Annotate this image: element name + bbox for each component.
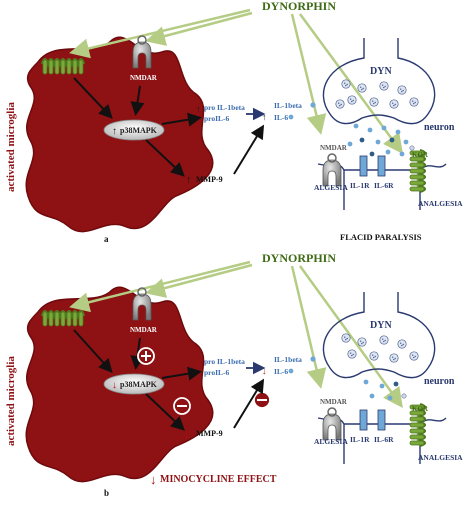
neuron-nmdar-icon — [322, 407, 342, 441]
dynorphin-arrows — [69, 260, 403, 409]
nmdar-to-p38-arrow — [130, 85, 145, 116]
panel-b: DYNORPHIN NMDAR ↓ p38MAPK ↓ pro IL-1beta… — [5, 251, 463, 498]
il6-label: IL-6 — [274, 367, 288, 376]
algesia-label: ALGESIA — [314, 437, 348, 446]
minocycline-effect-label: MINOCYCLINE EFFECT — [160, 474, 277, 485]
kor-label: KOR — [412, 405, 429, 413]
p38-up-arrow-icon: ↑ — [112, 126, 117, 137]
mmp-label: MMP-9 — [196, 429, 223, 438]
mmp-to-il-arrow — [233, 378, 265, 429]
il6r-label: IL-6R — [374, 435, 394, 444]
activated-microglia-label: activated microglia — [5, 102, 17, 192]
neuron-nmdar-icon — [322, 153, 342, 187]
pro-il6-label: proIL-6 — [204, 368, 230, 377]
minocycline-down-arrow-icon: ↓ — [150, 472, 157, 487]
activated-microglia-label: activated microglia — [5, 356, 17, 446]
il1-dot-icon — [310, 356, 316, 362]
pro-il1-label: pro IL-1beta — [204, 103, 245, 112]
analgesia-label: ANALGESIA — [418, 453, 463, 462]
il1r-label: IL-1R — [350, 435, 370, 444]
il6r-label: IL-6R — [374, 181, 394, 190]
presynaptic-terminal — [322, 38, 436, 125]
mmp-down-arrow-icon: ↓ — [184, 427, 190, 441]
neuron-label: neuron — [424, 122, 455, 133]
kor-label: KOR — [412, 151, 429, 159]
nmdar-label: NMDAR — [130, 74, 158, 82]
il6-label: IL-6 — [274, 113, 288, 122]
il1r-label: IL-1R — [350, 181, 370, 190]
nmdar-to-p38-arrow — [130, 337, 145, 370]
nmdar-label: NMDAR — [130, 326, 158, 334]
mmp-label: MMP-9 — [196, 175, 223, 184]
mmp-up-arrow-icon: ↑ — [186, 174, 192, 186]
kor-to-p38-arrow — [73, 77, 113, 119]
il6-dot-icon — [288, 368, 294, 374]
kor-to-p38-arrow — [73, 329, 113, 373]
flacid-paralysis-label: FLACID PARALYSIS — [340, 232, 422, 242]
vesicles-a — [335, 79, 419, 109]
pro-il1-up-arrow-icon: ↑ — [196, 104, 201, 114]
dyn-label: DYN — [370, 66, 392, 77]
neuron-nmdar-label: NMDAR — [320, 144, 348, 152]
pro-il1-label: pro IL-1beta — [204, 357, 245, 366]
p38mapk-label: p38MAPK — [120, 380, 158, 389]
p38-to-cytokines-arrow — [161, 366, 202, 381]
presynaptic-terminal — [322, 292, 436, 379]
il6r-receptor-icon — [377, 409, 386, 431]
p38mapk-label: p38MAPK — [120, 126, 158, 135]
p38-to-mmp-arrow — [145, 139, 185, 177]
dynorphin-title: DYNORPHIN — [262, 0, 336, 13]
released-dots-b — [363, 379, 407, 401]
p38-to-cytokines-arrow — [161, 112, 202, 127]
panel-a-letter: a — [104, 234, 109, 244]
il1-dot-icon — [310, 102, 316, 108]
panel-b-letter: b — [104, 488, 109, 498]
panel-a: DYNORPHIN NMDAR ↑ p38MAPK ↑ pro IL-1beta… — [5, 0, 463, 244]
il1r-receptor-icon — [359, 155, 368, 177]
il1-down-arrow-icon: ↓ — [262, 366, 267, 376]
analgesia-label: ANALGESIA — [418, 199, 463, 208]
il6-dot-icon — [288, 114, 294, 120]
pro-il6-label: proIL-6 — [204, 114, 230, 123]
il1r-receptor-icon — [359, 409, 368, 431]
neuron-label: neuron — [424, 376, 455, 387]
il1-up-arrow-icon: ↑ — [262, 112, 267, 122]
neuron-nmdar-label: NMDAR — [320, 398, 348, 406]
dyn-label: DYN — [370, 320, 392, 331]
algesia-label: ALGESIA — [314, 183, 348, 192]
dynorphin-title: DYNORPHIN — [262, 251, 336, 265]
il1-label: IL-1beta — [274, 101, 302, 110]
pro-il1-down-arrow-icon: ↓ — [196, 358, 201, 368]
p38mapk-oval — [103, 373, 165, 395]
p38-to-mmp-arrow — [145, 393, 185, 431]
p38-down-arrow-icon: ↓ — [112, 380, 117, 391]
il6r-receptor-icon — [377, 155, 386, 177]
p38mapk-oval — [103, 119, 165, 141]
mmp-to-il-arrow — [233, 124, 265, 175]
released-dots-a — [347, 123, 415, 157]
il1-label: IL-1beta — [274, 355, 302, 364]
